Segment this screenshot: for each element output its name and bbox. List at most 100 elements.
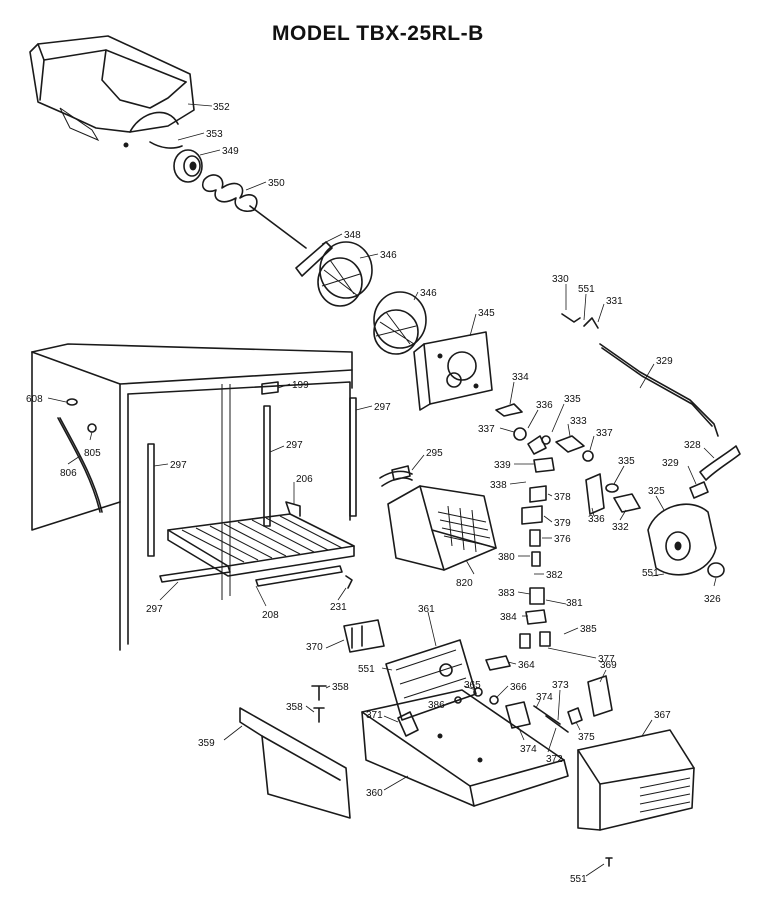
- actuator-part: [529, 587, 545, 605]
- part-label: 384: [500, 612, 517, 623]
- part-label: 332: [612, 522, 629, 533]
- gear-sector-part: [699, 445, 741, 481]
- front-panel-part: [239, 707, 351, 819]
- part-label: 335: [618, 456, 635, 467]
- part-label: 367: [654, 710, 671, 721]
- switch-part: [533, 457, 555, 473]
- screw-part: [345, 575, 353, 589]
- bracket-pair-part: [519, 631, 551, 649]
- part-label: 359: [198, 738, 215, 749]
- part-label: 329: [656, 356, 673, 367]
- part-label: 333: [570, 416, 587, 427]
- part-label: 346: [380, 250, 397, 261]
- part-label: 336: [536, 400, 553, 411]
- part-label: 345: [478, 308, 495, 319]
- auger-part: [201, 174, 307, 249]
- crusher-drum-lower-part: [373, 291, 427, 355]
- plunger-part: [529, 529, 541, 547]
- plug-part: [87, 423, 97, 433]
- part-label: 334: [512, 372, 529, 383]
- part-label: 208: [262, 610, 279, 621]
- drip-tray-part: [361, 689, 569, 807]
- part-label: 331: [606, 296, 623, 307]
- switch-housing-part: [505, 701, 531, 729]
- link-part: [613, 493, 641, 513]
- front-rail-part: [159, 565, 231, 583]
- shelf-rail-left-part: [147, 443, 155, 557]
- part-label: 206: [296, 474, 313, 485]
- spring-part: [555, 435, 585, 453]
- part-label: 297: [286, 440, 303, 451]
- rod-part: [533, 705, 561, 725]
- lever-part: [495, 403, 523, 417]
- part-label: 346: [420, 288, 437, 299]
- nut-part: [473, 687, 483, 697]
- part-label: 335: [564, 394, 581, 405]
- mounting-plate-part: [413, 331, 493, 411]
- part-label: 608: [26, 394, 43, 405]
- part-label: 297: [374, 402, 391, 413]
- part-label: 806: [60, 468, 77, 479]
- part-label: 348: [344, 230, 361, 241]
- part-label: 364: [518, 660, 535, 671]
- gasket-strip-part: [57, 417, 101, 513]
- pin-part: [531, 551, 541, 567]
- shelf-rail-right-part: [349, 397, 357, 517]
- hinge-bracket-part: [587, 675, 613, 717]
- part-label: 337: [478, 424, 495, 435]
- part-label: 380: [498, 552, 515, 563]
- crusher-drum-upper-part: [317, 241, 373, 307]
- cam-part: [527, 435, 547, 455]
- part-label: 338: [490, 480, 507, 491]
- part-label: 231: [330, 602, 347, 613]
- cap-part: [66, 398, 78, 406]
- solenoid-part: [521, 505, 543, 525]
- actuator-rod-part: [561, 313, 719, 437]
- part-label: 382: [546, 570, 563, 581]
- part-label: 370: [306, 642, 323, 653]
- part-label: 374: [536, 692, 553, 703]
- part-label: 350: [268, 178, 285, 189]
- dispenser-cover-part: [577, 729, 695, 831]
- part-label: 349: [222, 146, 239, 157]
- trim-rail-part: [255, 565, 343, 587]
- coupler-part: [295, 241, 333, 277]
- part-label: 297: [146, 604, 163, 615]
- wire-harness-part: [379, 465, 413, 487]
- ice-bucket-part: [29, 35, 195, 148]
- part-label: 551: [570, 874, 587, 885]
- part-label: 336: [588, 514, 605, 525]
- part-label: 330: [552, 274, 569, 285]
- wire-shelf-part: [167, 501, 355, 577]
- part-label: 295: [426, 448, 443, 459]
- part-label: 385: [580, 624, 597, 635]
- part-label: 376: [554, 534, 571, 545]
- part-label: 386: [428, 700, 445, 711]
- part-label: 551: [642, 568, 659, 579]
- part-label: 375: [578, 732, 595, 743]
- part-label: 339: [494, 460, 511, 471]
- part-label: 371: [366, 710, 383, 721]
- part-label: 326: [704, 594, 721, 605]
- part-label: 361: [418, 604, 435, 615]
- part-label: 360: [366, 788, 383, 799]
- part-label: 329: [662, 458, 679, 469]
- part-label: 353: [206, 129, 223, 140]
- leader-lines: [47, 103, 717, 877]
- part-label: 358: [286, 702, 303, 713]
- relay-part: [485, 655, 511, 671]
- part-label: 199: [292, 380, 309, 391]
- part-label: 328: [684, 440, 701, 451]
- auger-motor-part: [343, 619, 385, 653]
- bearing-part: [513, 427, 527, 441]
- screw-upper-part: [311, 685, 327, 701]
- part-label: 820: [456, 578, 473, 589]
- part-label: 551: [578, 284, 595, 295]
- part-label: 374: [520, 744, 537, 755]
- bushing-part: [525, 609, 547, 625]
- part-label: 377: [598, 654, 615, 665]
- part-label: 366: [510, 682, 527, 693]
- knob-part: [707, 562, 725, 578]
